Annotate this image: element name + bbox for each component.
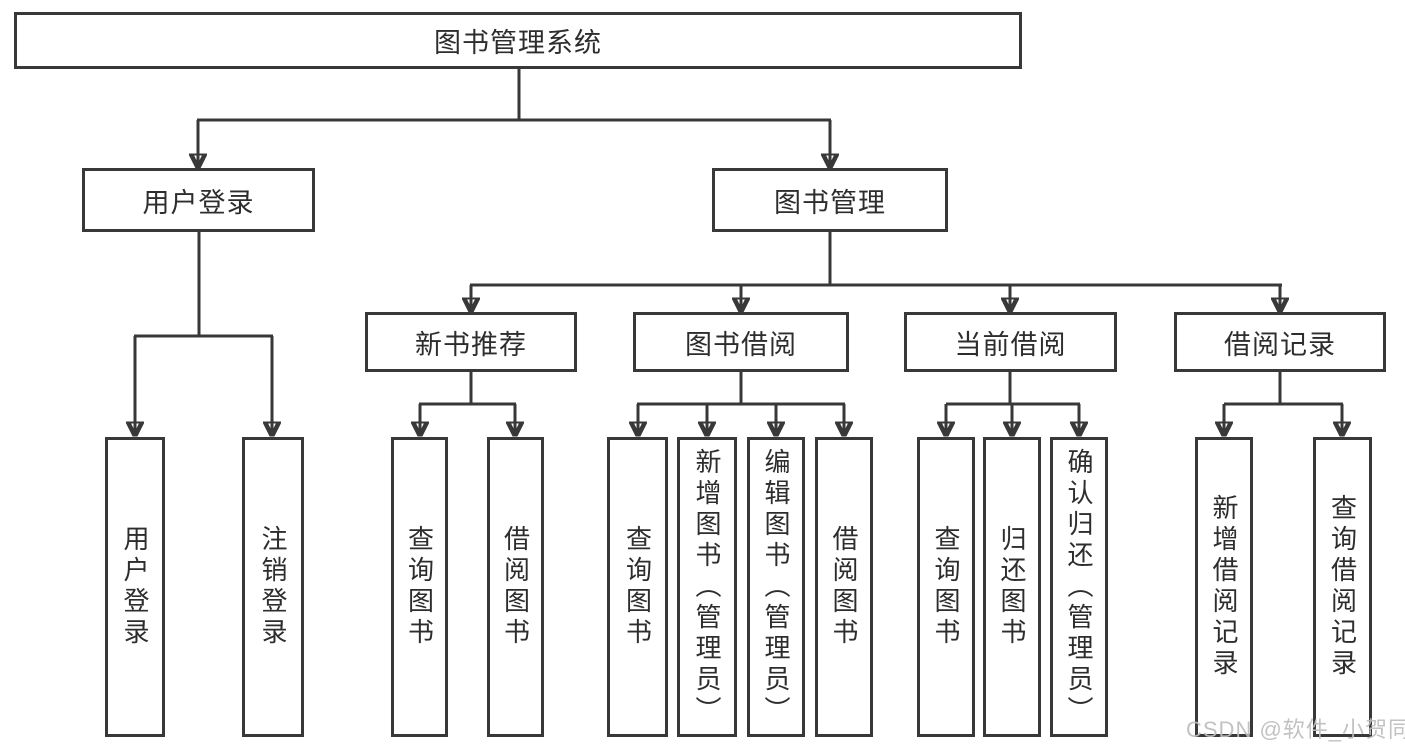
leaf-edit-books-admin: 编辑图书（管理员） (747, 437, 805, 737)
leaf-query-books-borrowing: 查询图书 (607, 437, 668, 737)
leaf-label: 查询图书 (622, 525, 653, 649)
connector-bookmgmt-to-level3 (470, 232, 1282, 310)
connector-userlogin-to-leaves (134, 232, 273, 434)
leaf-label: 用户登录 (120, 525, 150, 649)
leaf-label: 新增图书（管理员） (692, 447, 722, 727)
leaf-query-borrow-record: 查询借阅记录 (1313, 437, 1372, 737)
root-node-library-system: 图书管理系统 (14, 12, 1022, 69)
watermark: CSDN @软件_小贺同学 (1186, 717, 1405, 742)
branch-book-management: 图书管理 (712, 168, 948, 232)
leaf-label: 归还图书 (997, 525, 1027, 649)
leaf-label: 新增借阅记录 (1209, 494, 1239, 680)
leaf-add-borrow-record: 新增借阅记录 (1195, 437, 1253, 737)
connector-newbookrec-to-leaves (419, 372, 516, 434)
leaf-label: 借阅图书 (829, 525, 859, 649)
branch-borrow-records: 借阅记录 (1174, 312, 1386, 372)
leaf-confirm-return-admin: 确认归还（管理员） (1050, 437, 1108, 737)
leaf-label: 查询图书 (931, 525, 961, 649)
leaf-query-books-current: 查询图书 (917, 437, 975, 737)
leaf-label: 查询图书 (404, 525, 435, 649)
leaf-label: 注销登录 (258, 525, 288, 649)
leaf-return-books: 归还图书 (983, 437, 1041, 737)
connector-currentborrow-to-leaves (946, 372, 1080, 434)
branch-new-book-recommend: 新书推荐 (365, 312, 577, 372)
leaf-add-books-admin: 新增图书（管理员） (677, 437, 737, 737)
leaf-logout: 注销登录 (242, 437, 304, 737)
leaf-query-books-recommend: 查询图书 (391, 437, 448, 737)
leaf-label: 查询借阅记录 (1327, 494, 1358, 680)
leaf-user-login: 用户登录 (105, 437, 165, 737)
connector-records-to-leaves (1224, 372, 1343, 434)
connector-bookborrow-to-leaves (637, 372, 845, 434)
connector-root-to-level2 (197, 69, 831, 166)
branch-user-login: 用户登录 (82, 168, 315, 232)
leaf-label: 借阅图书 (500, 525, 531, 649)
leaf-borrow-books: 借阅图书 (815, 437, 873, 737)
leaf-label: 编辑图书（管理员） (761, 447, 791, 727)
branch-current-borrowing: 当前借阅 (904, 312, 1117, 372)
leaf-borrow-books-recommend: 借阅图书 (487, 437, 544, 737)
leaf-label: 确认归还（管理员） (1064, 447, 1094, 727)
branch-book-borrowing: 图书借阅 (633, 312, 849, 372)
